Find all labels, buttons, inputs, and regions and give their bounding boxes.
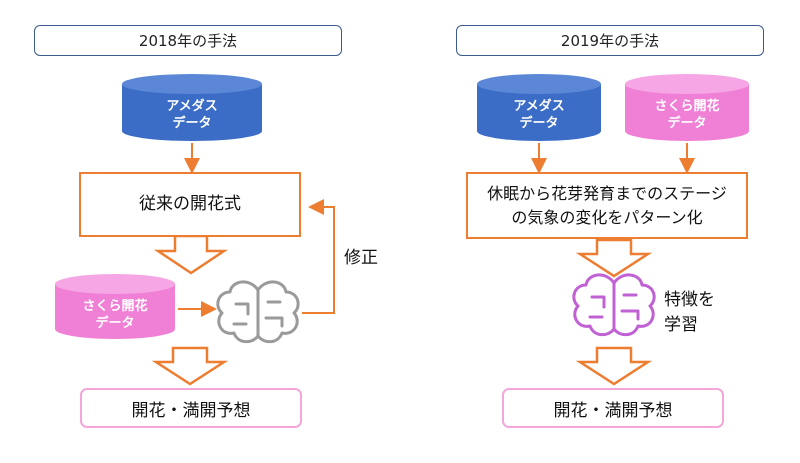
correction-label: 修正 [344, 248, 378, 268]
left-forecast-box: 開花・満開予想 [80, 388, 302, 428]
left-feedback-arrow [302, 199, 335, 314]
left-sakura-cylinder [55, 274, 175, 339]
pattern-text: 休眠から花芽発育までのステージ の気象の変化をパターン化 [487, 184, 727, 227]
left-hollow-arrow-1 [153, 234, 229, 275]
right-hollow-arrow-1 [575, 238, 653, 278]
right-sakura-cylinder [625, 74, 749, 141]
right-amedas-label: アメダス データ [513, 99, 565, 131]
brain-icon-learning [572, 273, 656, 337]
right-method-header: 2019年の手法 [456, 25, 764, 56]
pattern-box: 休眠から花芽発育までのステージ の気象の変化をパターン化 [466, 172, 748, 239]
right-method-header-text: 2019年の手法 [560, 32, 660, 50]
learn-features-label: 特徴を 学習 [664, 290, 715, 335]
left-sakura-label: さくら開花 データ [82, 299, 148, 331]
left-amedas-label: アメダス データ [166, 99, 218, 131]
right-forecast-box: 開花・満開予想 [502, 388, 724, 428]
conventional-formula-text: 従来の開花式 [139, 194, 241, 215]
brain-icon [216, 280, 300, 344]
left-amedas-cylinder [122, 74, 262, 141]
left-hollow-arrow-2 [151, 346, 229, 386]
left-forecast-text: 開花・満開予想 [131, 400, 251, 421]
left-method-header-text: 2018年の手法 [138, 32, 238, 50]
right-forecast-text: 開花・満開予想 [553, 400, 673, 421]
left-method-header: 2018年の手法 [34, 25, 342, 56]
right-hollow-arrow-2 [575, 346, 653, 386]
right-sakura-label: さくら開花 データ [654, 99, 720, 131]
right-amedas-cylinder [477, 74, 601, 141]
conventional-formula-box: 従来の開花式 [79, 172, 301, 237]
